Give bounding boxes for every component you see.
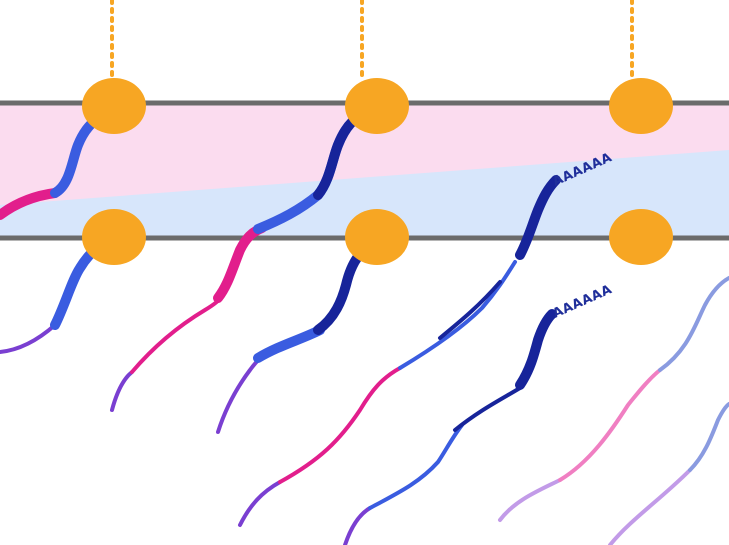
strand-d-purple (216, 353, 266, 434)
node-bottom-2 (345, 209, 409, 265)
node-bottom-1 (82, 209, 146, 265)
poly-a-label-lower: AAAAAA (551, 282, 615, 321)
strand-g-pink (558, 368, 662, 482)
node-bottom-3 (609, 209, 673, 265)
strand-c-magenta (130, 294, 224, 374)
strand-e-purple (238, 480, 282, 527)
strand-c-purple (110, 370, 134, 412)
strand-e-darkblue-thick (515, 175, 561, 260)
strand-f-darkblue-thick (515, 309, 557, 390)
strand-d-blue (253, 325, 325, 363)
node-top-3 (609, 78, 673, 134)
strand-f-blue (368, 423, 464, 510)
strand-e-magenta (278, 366, 402, 484)
strand-e-darkblue (438, 280, 502, 340)
strand-g-lavender (498, 478, 562, 522)
strand-d-darkblue (313, 247, 367, 335)
strand-h-lavender (608, 468, 692, 545)
strand-c-darkblue (313, 117, 357, 200)
lower-band (0, 150, 729, 238)
strand-f-darkblue (453, 386, 522, 432)
node-top-2 (345, 78, 409, 134)
strand-b-purple (0, 323, 57, 354)
strand-e-blue (398, 260, 517, 370)
node-top-1 (82, 78, 146, 134)
strand-h-lightblue (688, 402, 729, 472)
strand-g-lightblue (658, 276, 729, 372)
strand-f-purple (343, 506, 372, 545)
